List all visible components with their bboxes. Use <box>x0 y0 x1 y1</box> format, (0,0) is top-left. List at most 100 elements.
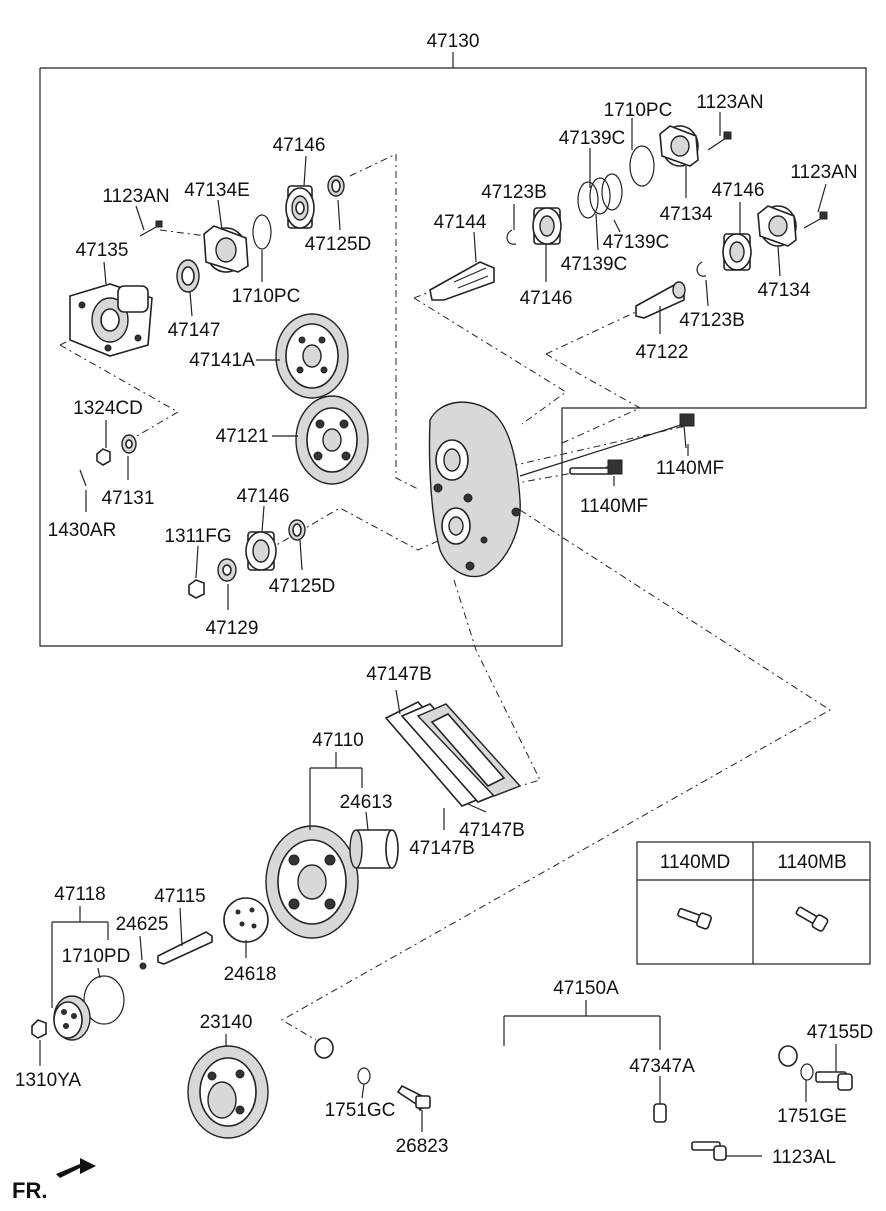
label-47146-right1[interactable]: 47146 <box>520 288 573 309</box>
label-47146-low[interactable]: 47146 <box>237 486 290 507</box>
bearing-47146-right1 <box>532 207 562 245</box>
label-24625[interactable]: 24625 <box>116 914 169 935</box>
washer-1751GC <box>357 1067 371 1085</box>
bolt-1123AN-left <box>139 220 163 237</box>
label-47147B-right[interactable]: 47147B <box>459 820 525 841</box>
label-47144[interactable]: 47144 <box>434 212 487 233</box>
label-47139C-mid[interactable]: 47139C <box>603 232 670 253</box>
table-header-1140MD: 1140MD <box>660 852 730 873</box>
label-47110[interactable]: 47110 <box>312 730 363 751</box>
gear-47110 <box>265 825 359 939</box>
washer-47131 <box>121 434 137 454</box>
label-47118[interactable]: 47118 <box>54 884 105 905</box>
label-47147B-top[interactable]: 47147B <box>366 664 432 685</box>
shaft-47115 <box>157 931 213 965</box>
label-1123AL[interactable]: 1123AL <box>772 1147 836 1168</box>
label-47139C-low[interactable]: 47139C <box>561 254 628 275</box>
bolt-1140MF-b <box>569 459 623 475</box>
bolt-1123AN-top <box>707 131 732 151</box>
pin-1430AR <box>79 469 87 487</box>
label-47115[interactable]: 47115 <box>154 886 205 907</box>
label-47146-top[interactable]: 47146 <box>273 135 326 156</box>
oring-1710PC-right <box>629 145 655 187</box>
label-1123AN-left[interactable]: 1123AN <box>102 186 169 207</box>
label-47147[interactable]: 47147 <box>168 320 221 341</box>
label-24613[interactable]: 24613 <box>340 792 393 813</box>
bolt-1123AN-right <box>803 211 828 229</box>
label-1123AN-top[interactable]: 1123AN <box>696 92 763 113</box>
front-arrow-icon <box>56 1158 96 1178</box>
label-47155D[interactable]: 47155D <box>807 1022 874 1043</box>
label-1751GC[interactable]: 1751GC <box>325 1100 396 1121</box>
label-26823[interactable]: 26823 <box>396 1136 449 1157</box>
table-header-1140MB: 1140MB <box>777 852 846 873</box>
label-47129[interactable]: 47129 <box>206 618 259 639</box>
cover-47134E <box>203 225 249 273</box>
label-1430AR[interactable]: 1430AR <box>48 520 117 541</box>
label-1710PC-right[interactable]: 1710PC <box>604 100 673 121</box>
oring-1710PC-left <box>252 214 272 250</box>
label-47141A[interactable]: 47141A <box>189 350 255 371</box>
front-label: FR. <box>12 1178 47 1203</box>
shaft-47144 <box>429 261 495 301</box>
label-47130[interactable]: 47130 <box>427 31 480 52</box>
bearing-47146-top <box>285 185 315 229</box>
gaskets-47147B <box>384 701 522 807</box>
label-47147B-bottom[interactable]: 47147B <box>409 838 475 859</box>
seal-47125D-low <box>288 519 306 541</box>
part-labels: 47130 1710PC 1123AN 47139C 47146 47123B … <box>15 31 873 1168</box>
shims-47139C <box>577 173 623 219</box>
cover-47134-top <box>659 125 699 167</box>
label-1140MF-a[interactable]: 1140MF <box>656 458 724 479</box>
pipe-47150A <box>314 1024 798 1182</box>
label-1710PD[interactable]: 1710PD <box>62 946 131 967</box>
pin-24625 <box>139 962 147 970</box>
label-1140MF-b[interactable]: 1140MF <box>580 496 648 517</box>
bolt-table: 1140MD 1140MB <box>636 841 871 965</box>
label-1710PC-left[interactable]: 1710PC <box>232 286 301 307</box>
label-47135[interactable]: 47135 <box>76 240 129 261</box>
label-47347A[interactable]: 47347A <box>629 1056 695 1077</box>
label-47121[interactable]: 47121 <box>216 426 269 447</box>
gear-23140 <box>187 1045 269 1139</box>
bolt-47155D <box>815 1071 853 1091</box>
front-direction-indicator: FR. <box>12 1158 96 1203</box>
bolt-1140MD-icon <box>677 907 712 930</box>
label-47146-right2[interactable]: 47146 <box>712 180 765 201</box>
gear-47141A <box>275 313 349 399</box>
label-1123AN-right[interactable]: 1123AN <box>790 162 857 183</box>
bolt-26823 <box>396 1084 431 1112</box>
bolt-1123AL <box>691 1141 727 1161</box>
transfer-case-housing <box>428 401 521 578</box>
flange-47135 <box>69 283 153 357</box>
sleeve-24613 <box>349 829 399 869</box>
label-47134E[interactable]: 47134E <box>184 180 250 201</box>
nut-1324CD <box>96 448 111 466</box>
snapring-47123B-right <box>696 261 707 277</box>
label-47139C-top[interactable]: 47139C <box>559 128 626 149</box>
leader-lines <box>39 112 837 1157</box>
label-47134-right[interactable]: 47134 <box>758 280 811 301</box>
label-47123B-top[interactable]: 47123B <box>481 182 547 203</box>
label-47123B-right[interactable]: 47123B <box>679 310 745 331</box>
washer-47129 <box>217 558 237 582</box>
seal-47125D-top <box>327 175 345 197</box>
label-47150A[interactable]: 47150A <box>553 978 619 999</box>
label-47122[interactable]: 47122 <box>636 342 689 363</box>
label-1311FG[interactable]: 1311FG <box>164 526 231 547</box>
label-1310YA[interactable]: 1310YA <box>15 1070 82 1091</box>
label-47125D-low[interactable]: 47125D <box>269 576 336 597</box>
label-24618[interactable]: 24618 <box>224 964 277 985</box>
bearing-47146-low <box>245 531 277 571</box>
label-1324CD[interactable]: 1324CD <box>73 398 143 419</box>
gear-47121 <box>295 395 369 485</box>
label-1751GE[interactable]: 1751GE <box>777 1106 847 1127</box>
seal-47147 <box>176 259 200 293</box>
label-47125D-top[interactable]: 47125D <box>305 234 372 255</box>
label-23140[interactable]: 23140 <box>200 1012 253 1033</box>
label-47131[interactable]: 47131 <box>102 488 155 509</box>
bolt-1140MF-a <box>519 413 695 477</box>
label-47134-top[interactable]: 47134 <box>660 204 713 225</box>
washer-1751GE <box>800 1063 814 1081</box>
